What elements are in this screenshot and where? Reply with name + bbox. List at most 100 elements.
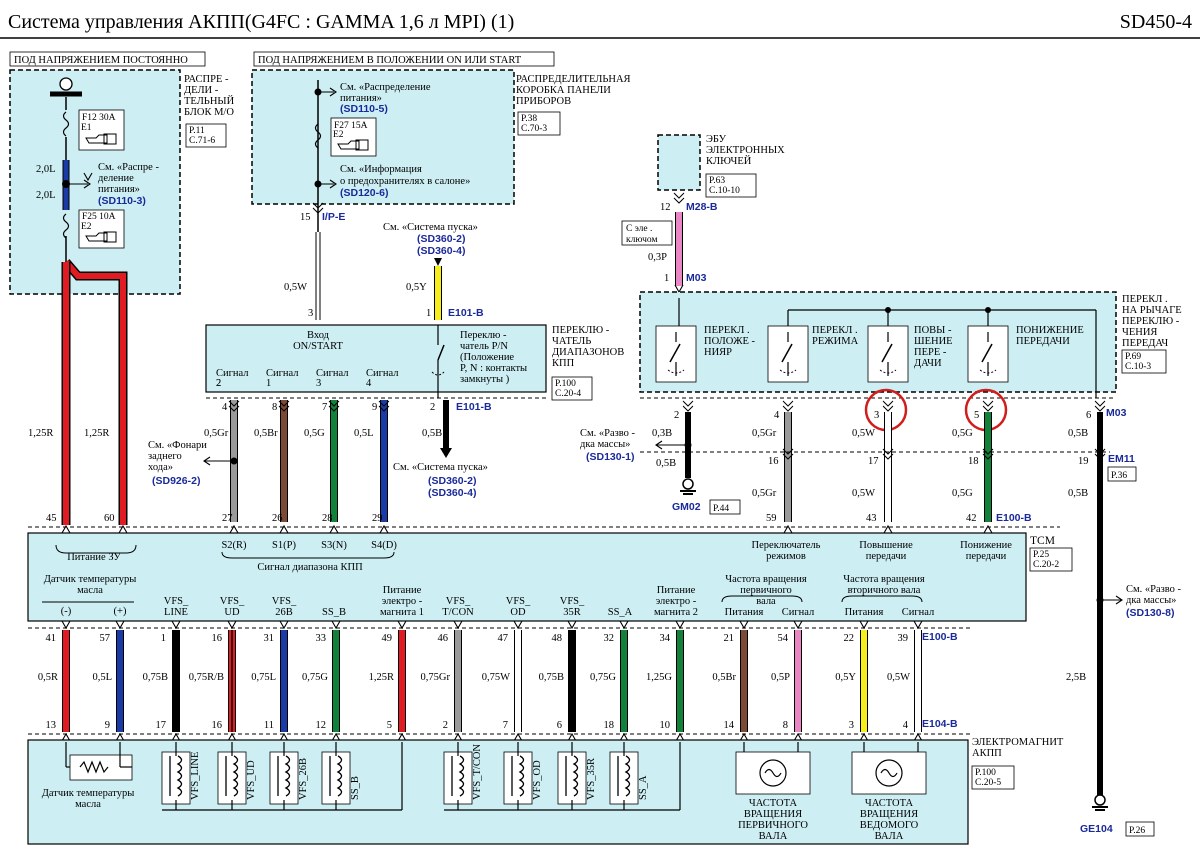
- pin-label: 4: [222, 402, 228, 413]
- inhibitor-switch-desc: P, N : контакты: [460, 363, 527, 374]
- lever-switch-label: ПЕРЕКЛ .: [704, 325, 750, 336]
- tcm-label: TCM: [1030, 535, 1055, 547]
- pin-label: 54: [778, 633, 789, 644]
- wire-label: 0,5W: [887, 672, 910, 683]
- arrow-icon: [1115, 595, 1123, 605]
- tcm-vfs-label: VFS_: [506, 596, 531, 607]
- arrow-icon: [83, 172, 93, 182]
- connector-chevron-icon: [682, 400, 694, 412]
- solenoid-ref: [971, 765, 1015, 790]
- tcm-vfs-label: VFS_: [446, 596, 471, 607]
- arrow-icon: [229, 524, 239, 534]
- arrow-icon: [227, 620, 237, 630]
- smart-key-label: ЭЛЕКТРОННЫХ: [706, 145, 785, 156]
- lever-switch-label: ПЕРЕКЛ .: [812, 325, 858, 336]
- tcm-vfs-label: UD: [224, 607, 240, 618]
- inhibitor-signal-label: 4: [366, 378, 372, 389]
- coil-label: VFS_OD: [532, 760, 543, 800]
- connector-label: M03: [1106, 407, 1127, 419]
- arrow-icon: [331, 732, 341, 742]
- panel-box-label: РАСПРЕДЕЛИТЕЛЬНАЯ: [516, 74, 631, 85]
- arrow-icon: [739, 620, 749, 630]
- pin-label: 3: [874, 410, 879, 421]
- speed-sensor-label: ЧАСТОТА: [865, 798, 914, 809]
- ac-source-icon: [875, 759, 903, 787]
- connector-label: E100-B: [922, 631, 958, 643]
- tcm-speed-label: Частота вращения: [843, 574, 925, 585]
- arrow-icon: [793, 732, 803, 742]
- fuse-e2: E2: [81, 222, 92, 232]
- tcm-range-title: Сигнал диапазона КПП: [257, 562, 363, 573]
- panel-box-ref: [517, 111, 561, 136]
- splice-dot-icon: [985, 307, 991, 313]
- wire-label: 0,5G: [952, 488, 973, 499]
- tcm-input-label: передачи: [866, 551, 907, 562]
- inhibitor-ref-text: P.100: [555, 379, 576, 389]
- solenoid-vfs-26b-coil-icon: [284, 755, 291, 797]
- solenoid-vfs-ud: [217, 751, 247, 805]
- tcm-ref-text: C.20-2: [1033, 560, 1059, 570]
- pin-label: 7: [322, 402, 327, 413]
- panel-see1: См. «Распределение: [340, 82, 431, 93]
- switch-blade: [881, 343, 893, 363]
- lever-switch-label: РЕЖИМА: [812, 336, 859, 347]
- connector-chevron-icon: [782, 400, 794, 412]
- tcm-vfs-label: VFS_: [560, 596, 585, 607]
- connector-chevron-icon: [673, 192, 685, 204]
- pin-label: 1: [664, 273, 669, 284]
- pin-label: 48: [552, 633, 563, 644]
- tcm-sol-power-label: Питание: [657, 585, 696, 596]
- fuse-sym-icon: [337, 139, 369, 151]
- wire-label: 0,5Gr: [752, 428, 777, 439]
- wire-label: 0,3B: [652, 428, 672, 439]
- lever-switch-label: ДАЧИ: [914, 358, 942, 369]
- coil-label: VFS_UD: [246, 760, 257, 800]
- fuse-box: [9, 69, 181, 295]
- tcm-input-label: Переключатель: [752, 540, 821, 551]
- pin-label: 60: [104, 513, 115, 524]
- lever-ref: [1121, 349, 1167, 374]
- power-wire-60: [63, 260, 126, 525]
- wire-label: 0,5Gr: [204, 428, 229, 439]
- smart-key-ecu: [657, 134, 701, 191]
- connector-label: EM11: [1108, 453, 1135, 465]
- lever-switch-label: НИЯР: [704, 347, 732, 358]
- lever-label: ПЕРЕДАЧ: [1122, 338, 1168, 349]
- inhibitor-switch-desc: замкнуты ): [460, 374, 510, 385]
- pin-label: 18: [968, 456, 979, 467]
- switch-spring: [979, 369, 997, 374]
- inhibitor-label: КПП: [552, 358, 575, 369]
- arrow-icon: [61, 732, 71, 742]
- fuse-box-see: питания»: [98, 184, 140, 195]
- arrow-icon: [675, 732, 685, 742]
- ac-source-icon: [759, 759, 787, 787]
- solenoid-vfs-line-coil-icon: [176, 755, 183, 797]
- start-code2-2: (SD360-4): [428, 487, 476, 499]
- pin-label: 11: [264, 720, 274, 731]
- lever-ref-text: C.10-3: [1125, 362, 1151, 372]
- wire-label: 0,75B: [143, 672, 168, 683]
- tcm-speed-label: Частота вращения: [725, 574, 807, 585]
- wire-label: 0,5W: [852, 488, 875, 499]
- pin-label: 2: [430, 402, 435, 413]
- sine-icon: [880, 768, 898, 778]
- solenoid-ref-text: C.20-5: [975, 778, 1001, 788]
- pin-label: 6: [1086, 410, 1091, 421]
- pin-label: 34: [660, 633, 671, 644]
- tcm-speed-label: вторичного вала: [848, 585, 921, 596]
- smart-key-note-text: С эле .: [626, 224, 652, 234]
- ground-ge104-ref: [1125, 821, 1155, 837]
- smart-key-ref-text: P.63: [709, 176, 725, 186]
- tcm-vfs-label: VFS_: [220, 596, 245, 607]
- pin-label: 4: [774, 410, 780, 421]
- pin-label: 29: [372, 513, 383, 524]
- inhibitor-signal-label: Сигнал: [266, 368, 299, 379]
- solenoid-vfs-35r: [557, 751, 587, 805]
- switch-blade: [981, 343, 993, 363]
- coil-label: SS_B: [350, 776, 361, 800]
- arrow-icon: [739, 732, 749, 742]
- inhibitor-switch-desc: чатель P/N: [460, 341, 508, 352]
- pin-label: 45: [46, 513, 57, 524]
- bracket: [221, 551, 395, 559]
- pin-label: 7: [503, 720, 508, 731]
